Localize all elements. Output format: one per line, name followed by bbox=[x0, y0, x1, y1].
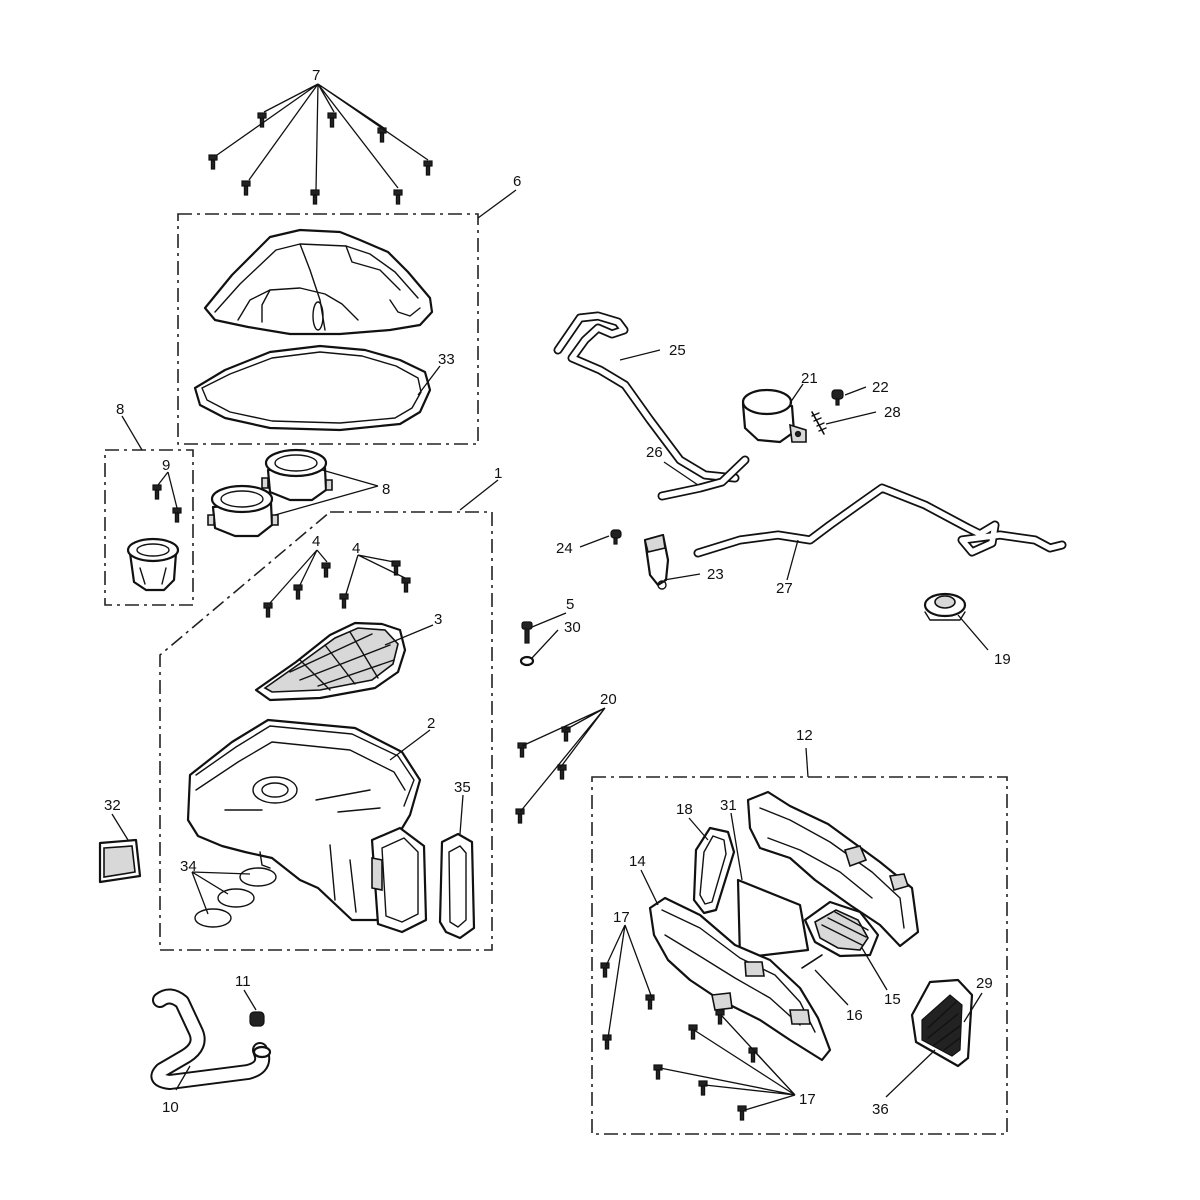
group-box-airbox-cover bbox=[177, 213, 479, 445]
bolts-adaptor bbox=[152, 484, 182, 523]
callout-8: 8 bbox=[382, 481, 390, 498]
callout-labels: 7 6 33 8 9 8 1 4 4 3 2 35 32 34 11 10 25… bbox=[104, 67, 1011, 1118]
air-filter-element bbox=[254, 621, 407, 702]
callout-34: 34 bbox=[180, 858, 197, 875]
callout-3: 3 bbox=[434, 611, 442, 628]
callout-4: 4 bbox=[312, 533, 320, 550]
callout-12: 12 bbox=[796, 727, 813, 744]
callout-20: 20 bbox=[600, 691, 617, 708]
bolt-and-washer bbox=[519, 621, 535, 667]
trim-piece bbox=[98, 838, 142, 884]
bellmouth bbox=[803, 900, 880, 958]
callout-32: 32 bbox=[104, 797, 121, 814]
intake-adaptor-upper bbox=[261, 448, 333, 502]
intake-duct-lower bbox=[648, 896, 832, 1062]
screw-valve bbox=[610, 529, 622, 545]
callout-27: 27 bbox=[776, 580, 793, 597]
callout-28: 28 bbox=[884, 404, 901, 421]
callout-8: 8 bbox=[116, 401, 124, 418]
callout-36: 36 bbox=[872, 1101, 889, 1118]
callout-2: 2 bbox=[427, 715, 435, 732]
callout-10: 10 bbox=[162, 1099, 179, 1116]
callout-35: 35 bbox=[454, 779, 471, 796]
hose-clip bbox=[249, 1011, 265, 1027]
intake-adaptor-small bbox=[126, 537, 180, 592]
callout-16: 16 bbox=[846, 1007, 863, 1024]
callout-9: 9 bbox=[162, 457, 170, 474]
callout-17: 17 bbox=[613, 909, 630, 926]
callout-11: 11 bbox=[235, 973, 251, 990]
sensor-canister bbox=[741, 388, 807, 444]
group-box-airbox bbox=[159, 511, 493, 951]
callout-1: 1 bbox=[494, 465, 502, 482]
vent-pipe-long bbox=[693, 483, 1067, 558]
solenoid-valve bbox=[643, 533, 670, 590]
breather-hose bbox=[657, 455, 750, 501]
retaining-pin bbox=[801, 954, 823, 969]
callout-14: 14 bbox=[629, 853, 646, 870]
callout-33: 33 bbox=[438, 351, 455, 368]
group-box-adaptor bbox=[104, 449, 194, 606]
intake-duct-upper bbox=[736, 790, 920, 960]
callout-4: 4 bbox=[352, 540, 360, 557]
duct-seal-gasket bbox=[692, 826, 736, 915]
callout-21: 21 bbox=[801, 370, 818, 387]
callout-26: 26 bbox=[646, 444, 663, 461]
bolts-cover-screws bbox=[208, 112, 433, 205]
duct-seal bbox=[438, 832, 476, 940]
intake-grille bbox=[910, 978, 974, 1068]
drain-hose bbox=[150, 988, 272, 1090]
intake-adaptor-lower bbox=[207, 484, 279, 538]
cover-seal bbox=[193, 344, 432, 432]
spring-stud bbox=[811, 411, 827, 435]
callout-29: 29 bbox=[976, 975, 993, 992]
breather-pipe bbox=[553, 311, 740, 483]
callout-15: 15 bbox=[884, 991, 901, 1008]
callout-30: 30 bbox=[564, 619, 581, 636]
callout-5: 5 bbox=[566, 596, 574, 613]
o-rings bbox=[194, 867, 277, 928]
callout-19: 19 bbox=[994, 651, 1011, 668]
grommet bbox=[923, 592, 967, 621]
callout-24: 24 bbox=[556, 540, 573, 557]
callout-22: 22 bbox=[872, 379, 889, 396]
callout-25: 25 bbox=[669, 342, 686, 359]
airbox-cover bbox=[203, 228, 434, 336]
callout-17: 17 bbox=[799, 1091, 816, 1108]
airbox-lower bbox=[186, 718, 428, 934]
group-box-intake-duct bbox=[591, 776, 1008, 1135]
callout-18: 18 bbox=[676, 801, 693, 818]
callout-23: 23 bbox=[707, 566, 724, 583]
bolts-duct-mount bbox=[515, 726, 571, 824]
callout-6: 6 bbox=[513, 173, 521, 190]
leader-lines bbox=[111, 83, 989, 1111]
screw-sensor bbox=[831, 389, 844, 406]
callout-31: 31 bbox=[720, 797, 737, 814]
callout-7: 7 bbox=[312, 67, 320, 84]
